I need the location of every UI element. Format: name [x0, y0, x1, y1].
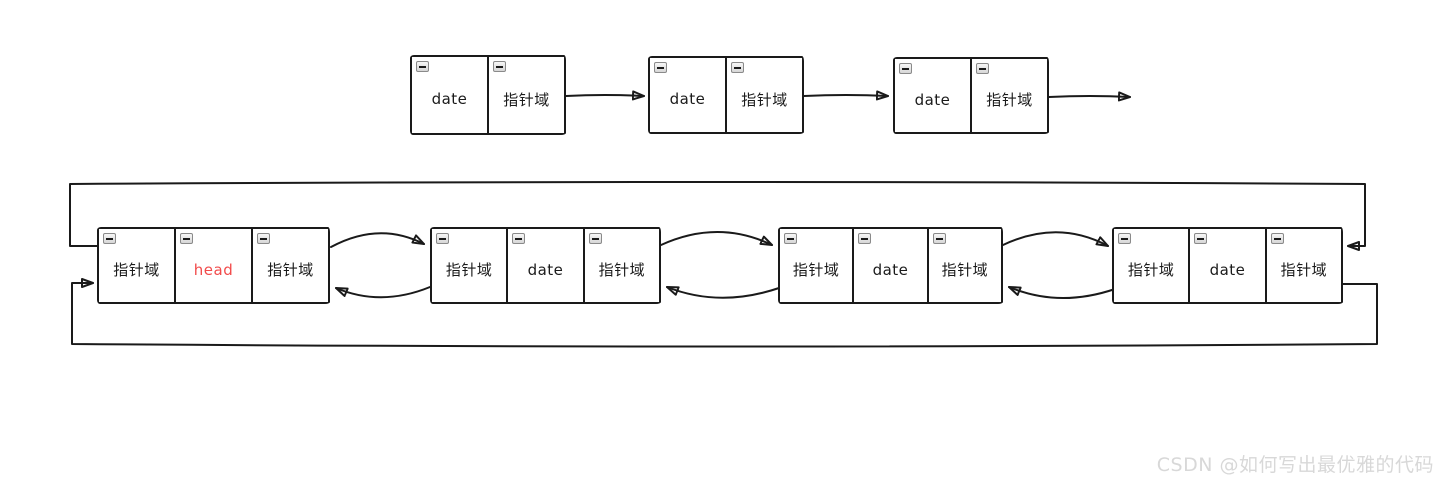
- collapse-minus-icon: [731, 62, 744, 73]
- backward-arc-arrow-3: [1008, 286, 1116, 300]
- collapse-minus-icon: [180, 233, 193, 244]
- cell-label: 指针域: [445, 261, 493, 279]
- cell-label: date: [1209, 260, 1246, 279]
- cell-label: 指针域: [986, 91, 1033, 109]
- collapse-minus-icon: [654, 62, 667, 73]
- data-cell: head: [174, 229, 251, 302]
- cell-label: date: [669, 90, 706, 108]
- next-pointer-cell: 指针域: [251, 229, 328, 302]
- forward-arc-arrow-2: [660, 231, 773, 246]
- data-cell: date: [852, 229, 927, 302]
- singly-node-1: date 指针域: [410, 55, 566, 135]
- collapse-minus-icon: [103, 233, 116, 244]
- cell-label: 指针域: [503, 90, 550, 109]
- cell-label: 指针域: [1127, 261, 1175, 279]
- collapse-minus-icon: [858, 233, 872, 244]
- collapse-minus-icon: [976, 63, 989, 74]
- cell-label: 指针域: [792, 261, 840, 279]
- cell-label: 指针域: [267, 261, 314, 279]
- circular-node-head: 指针域 head 指针域: [97, 227, 330, 304]
- backward-arc-arrow-2: [666, 286, 780, 299]
- pointer-cell: 指针域: [487, 57, 564, 133]
- backward-arc-arrow-1: [335, 286, 431, 299]
- head-label: head: [193, 260, 234, 279]
- collapse-minus-icon: [1270, 233, 1284, 244]
- cell-label: date: [872, 260, 909, 279]
- data-cell: date: [506, 229, 583, 302]
- cell-label: date: [431, 90, 468, 108]
- singly-node-3: date 指针域: [893, 57, 1049, 134]
- cell-label: date: [914, 90, 951, 109]
- pointer-cell: 指针域: [725, 58, 802, 132]
- collapse-minus-icon: [436, 233, 449, 244]
- prev-pointer-cell: 指针域: [99, 229, 174, 302]
- collapse-minus-icon: [1118, 233, 1131, 244]
- prev-pointer-cell: 指针域: [780, 229, 853, 302]
- cell-label: 指针域: [941, 261, 989, 279]
- data-cell: date: [412, 57, 487, 133]
- next-arrow-3: [1048, 91, 1131, 102]
- cell-label: 指针域: [741, 90, 788, 109]
- singly-node-2: date 指针域: [648, 56, 804, 134]
- next-pointer-cell: 指针域: [582, 229, 659, 302]
- circular-node-2: 指针域 date 指针域: [430, 227, 661, 304]
- cell-label: date: [527, 260, 564, 279]
- csdn-watermark: CSDN @如何写出最优雅的代码: [1156, 454, 1434, 476]
- cell-label: 指针域: [598, 261, 646, 279]
- collapse-minus-icon: [932, 233, 946, 244]
- prev-pointer-cell: 指针域: [1114, 229, 1189, 302]
- cell-label: 指针域: [113, 261, 160, 279]
- circular-node-3: 指针域 date 指针域: [778, 227, 1003, 304]
- forward-arc-arrow-1: [330, 232, 425, 248]
- pointer-cell: 指针域: [970, 59, 1047, 132]
- data-cell: date: [895, 59, 970, 132]
- collapse-minus-icon: [512, 233, 526, 244]
- data-cell: date: [1188, 229, 1265, 302]
- loop-arrow-top: [69, 181, 1366, 251]
- collapse-minus-icon: [784, 233, 797, 244]
- circular-node-4: 指针域 date 指针域: [1112, 227, 1343, 304]
- collapse-minus-icon: [899, 63, 912, 74]
- data-cell: date: [650, 58, 725, 132]
- collapse-minus-icon: [416, 61, 429, 72]
- cell-label: 指针域: [1280, 261, 1328, 279]
- prev-pointer-cell: 指针域: [432, 229, 507, 302]
- forward-arc-arrow-3: [1002, 231, 1109, 247]
- loop-arrow-bottom: [71, 278, 1378, 348]
- collapse-minus-icon: [588, 233, 602, 244]
- next-pointer-cell: 指针域: [1264, 229, 1341, 302]
- next-pointer-cell: 指针域: [926, 229, 1001, 302]
- collapse-minus-icon: [1194, 233, 1208, 244]
- collapse-minus-icon: [493, 61, 506, 72]
- next-arrow-1: [565, 90, 645, 101]
- next-arrow-2: [803, 90, 889, 101]
- collapse-minus-icon: [257, 233, 270, 244]
